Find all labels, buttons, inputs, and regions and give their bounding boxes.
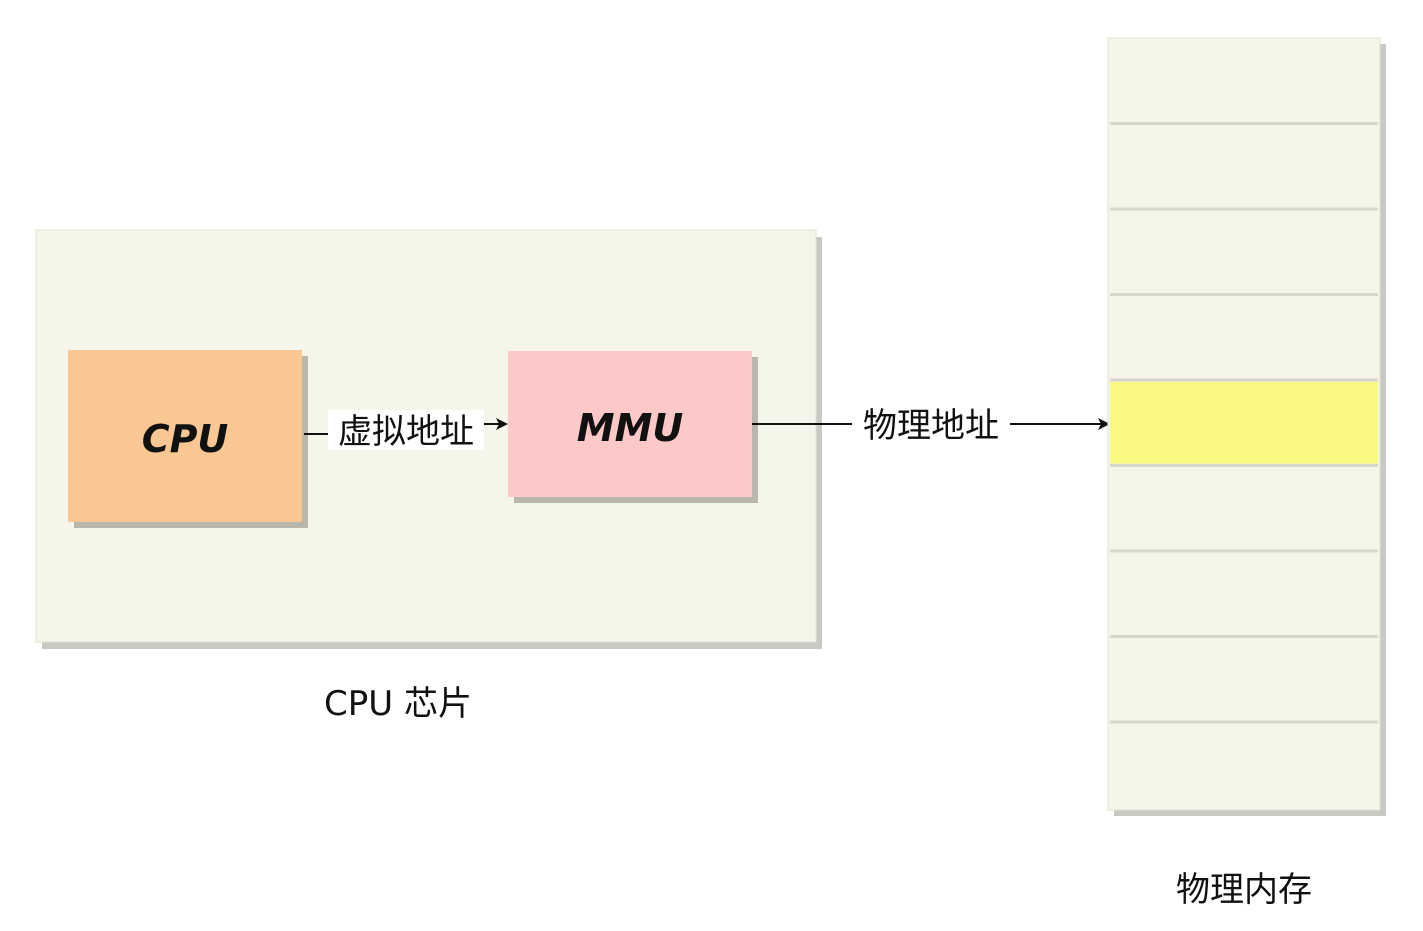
memory-row bbox=[1110, 296, 1378, 378]
virtual-address-arrow: 虚拟地址 bbox=[304, 410, 508, 452]
memory-row bbox=[1110, 211, 1378, 293]
cpu-box: CPU bbox=[68, 350, 308, 528]
memory-row bbox=[1110, 724, 1378, 806]
physical-address-arrow: 物理地址 bbox=[752, 404, 1110, 446]
memory-row bbox=[1110, 40, 1378, 122]
cpu-label: CPU bbox=[142, 417, 229, 461]
memory-row bbox=[1110, 125, 1378, 207]
virtual-address-label: 虚拟地址 bbox=[338, 412, 474, 452]
memory-row bbox=[1110, 638, 1378, 720]
physical-address-label: 物理地址 bbox=[863, 406, 999, 446]
memory-row bbox=[1110, 553, 1378, 635]
mmu-label: MMU bbox=[577, 406, 684, 450]
memory-row-highlighted bbox=[1110, 382, 1378, 464]
cpu-chip-caption: CPU 芯片 bbox=[324, 684, 472, 724]
physical-memory-stack bbox=[1107, 37, 1386, 816]
memory-row bbox=[1110, 467, 1378, 549]
mmu-box: MMU bbox=[508, 351, 758, 503]
physical-memory-caption: 物理内存 bbox=[1176, 870, 1312, 910]
